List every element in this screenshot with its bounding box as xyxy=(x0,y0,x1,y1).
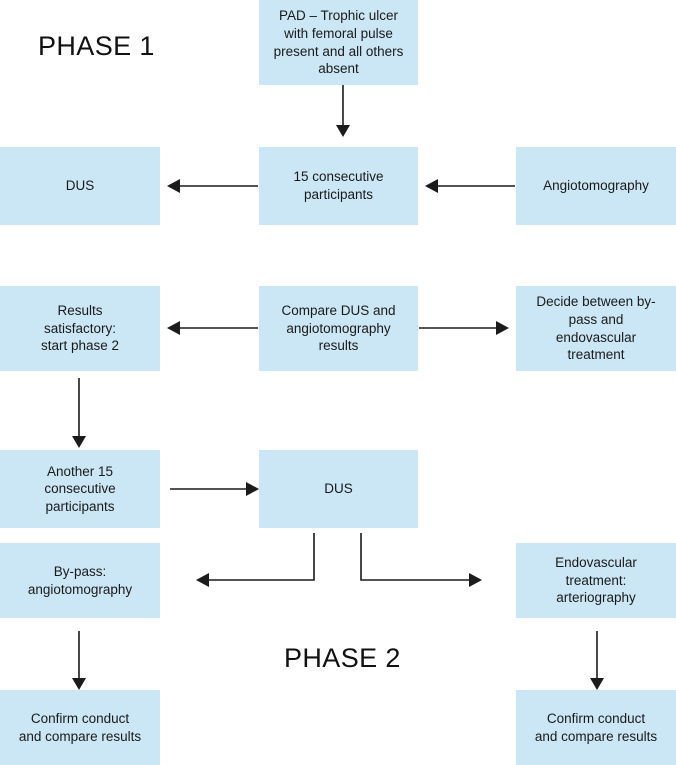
edge-endovascular-to-confirm-right xyxy=(590,631,604,690)
node-bypass-angiotomography[interactable]: By-pass: angiotomography xyxy=(0,543,160,618)
edge-compare-to-results xyxy=(167,321,258,335)
node-another-15-participants[interactable]: Another 15 consecutive participants xyxy=(0,450,160,528)
node-compare-dus-angio[interactable]: Compare DUS and angiotomography results xyxy=(259,286,418,371)
edge-dus2-to-endovascular xyxy=(360,533,482,587)
node-decide-bypass-endovascular[interactable]: Decide between by- pass and endovascular… xyxy=(516,286,676,371)
edge-participants-to-dus xyxy=(167,179,258,193)
node-confirm-right[interactable]: Confirm conduct and compare results xyxy=(516,690,676,765)
edge-pad-to-participants xyxy=(336,85,350,137)
phase-1-label: PHASE 1 xyxy=(38,31,155,61)
phase-2-label: PHASE 2 xyxy=(284,643,401,673)
node-confirm-left[interactable]: Confirm conduct and compare results xyxy=(0,690,160,765)
edge-results-to-another15 xyxy=(72,378,86,448)
node-dus-phase1[interactable]: DUS xyxy=(0,147,160,225)
edge-dus2-to-bypass xyxy=(196,533,315,587)
node-endovascular-arteriography[interactable]: Endovascular treatment: arteriography xyxy=(516,543,676,618)
node-participants-15[interactable]: 15 consecutive participants xyxy=(259,147,418,225)
node-angiotomography[interactable]: Angiotomography xyxy=(516,147,676,225)
node-dus-phase2[interactable]: DUS xyxy=(259,450,418,528)
node-results-satisfactory[interactable]: Results satisfactory: start phase 2 xyxy=(0,286,160,371)
edge-bypass-to-confirm-left xyxy=(72,631,86,690)
edge-angio-to-participants xyxy=(425,179,515,193)
edge-compare-to-decide xyxy=(419,321,509,335)
node-pad-trophic-ulcer[interactable]: PAD – Trophic ulcer with femoral pulse p… xyxy=(259,0,418,85)
edge-another15-to-dus2 xyxy=(170,482,259,496)
